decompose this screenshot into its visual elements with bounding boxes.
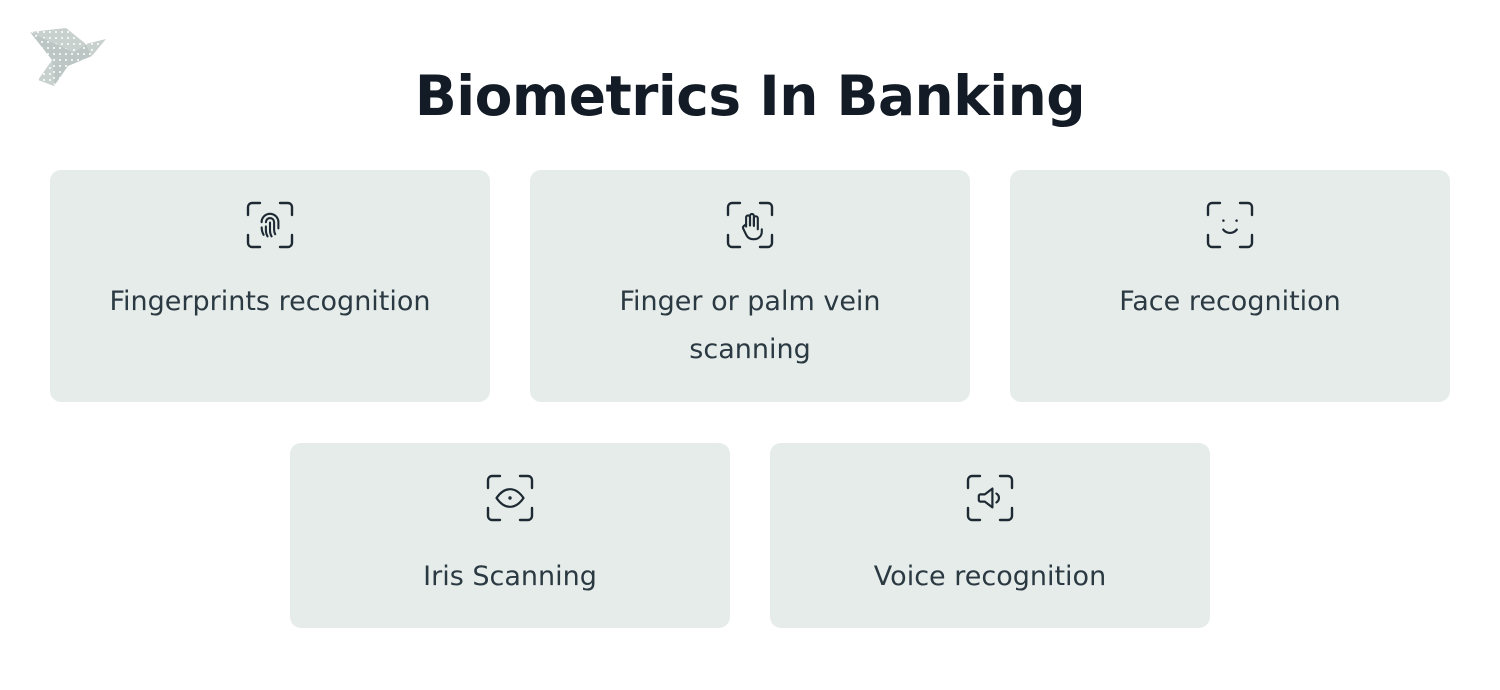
origami-bird-logo xyxy=(22,22,114,94)
card-fingerprints-recognition[interactable]: Fingerprints recognition xyxy=(50,170,490,402)
card-row-top: Fingerprints recognition Finger o xyxy=(0,170,1500,402)
fingerprint-scan-icon xyxy=(243,198,297,252)
card-label: Iris Scanning xyxy=(423,561,597,592)
face-scan-icon xyxy=(1203,198,1257,252)
card-label: Voice recognition xyxy=(873,561,1107,592)
card-label: Fingerprints recognition xyxy=(109,286,431,317)
card-face-recognition[interactable]: Face recognition xyxy=(1010,170,1450,402)
card-row-bottom: Iris Scanning Voice recognition xyxy=(0,443,1500,628)
card-finger-or-palm-vein-scanning[interactable]: Finger or palm vein scanning xyxy=(530,170,970,402)
palm-scan-icon xyxy=(723,198,777,252)
iris-scan-icon xyxy=(483,471,537,525)
page-title: Biometrics In Banking xyxy=(414,64,1086,128)
card-voice-recognition[interactable]: Voice recognition xyxy=(770,443,1210,628)
card-label: Face recognition xyxy=(1119,286,1341,317)
card-iris-scanning[interactable]: Iris Scanning xyxy=(290,443,730,628)
voice-scan-icon xyxy=(963,471,1017,525)
feature-card-grid: Fingerprints recognition Finger o xyxy=(0,170,1500,628)
card-label: Finger or palm vein scanning xyxy=(619,286,881,365)
